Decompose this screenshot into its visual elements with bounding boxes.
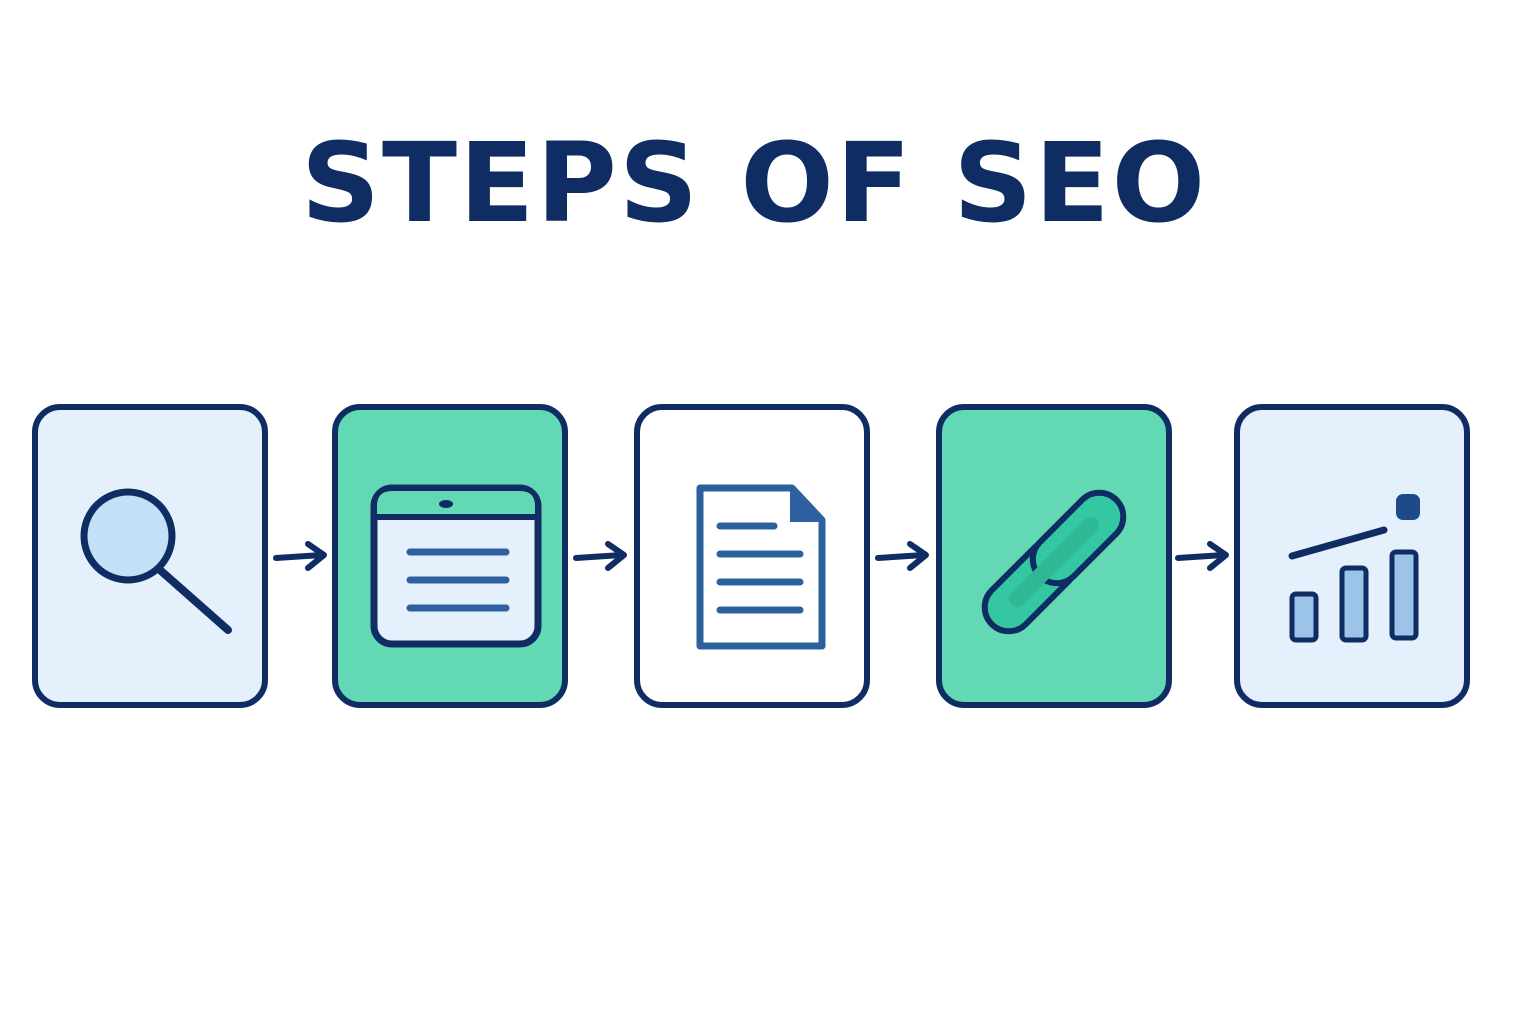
document-icon [696, 484, 826, 650]
step-analytics-card [1234, 404, 1470, 708]
step-link-building-card [936, 404, 1172, 708]
step-on-page-card [332, 404, 568, 708]
arrow-right-icon [273, 541, 327, 571]
magnifying-glass-icon [80, 488, 232, 634]
page-title: STEPS OF SEO [300, 119, 1208, 247]
arrow-right-icon [875, 541, 929, 571]
arrow-right-icon [1175, 541, 1229, 571]
arrow-right-icon [573, 541, 627, 571]
step-content-card [634, 404, 870, 708]
browser-window-icon [370, 484, 542, 648]
chain-link-icon [981, 489, 1127, 635]
step-keyword-research-card [32, 404, 268, 708]
bar-chart-icon [1288, 494, 1420, 643]
